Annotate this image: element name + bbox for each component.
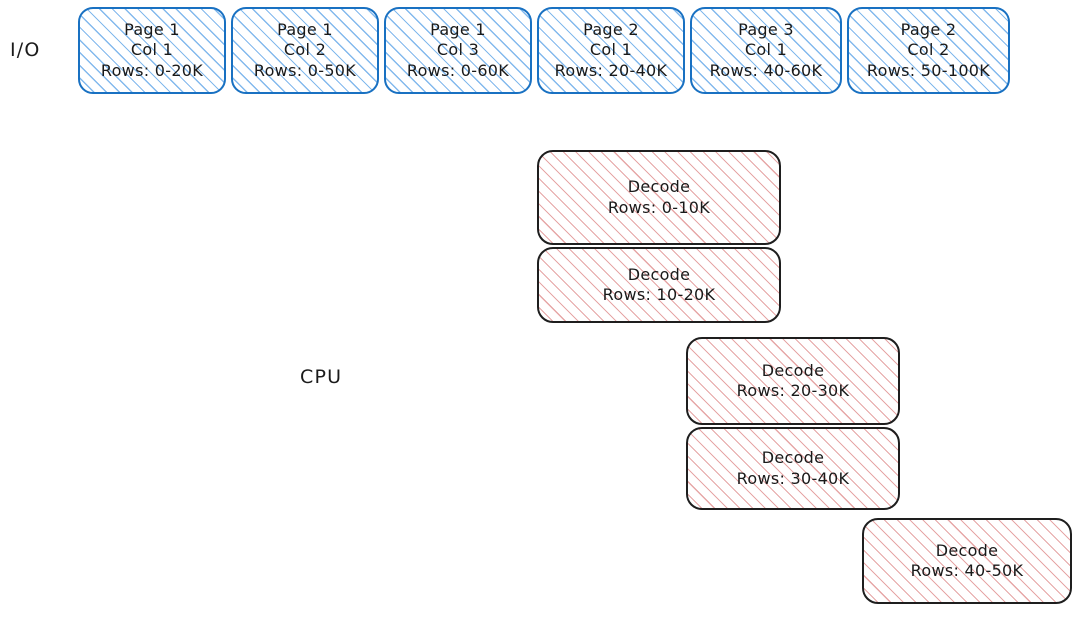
io-block-4-line-2: Col 1 bbox=[589, 40, 633, 60]
decode-block-1-line-2: Rows: 0-10K bbox=[607, 197, 711, 217]
decode-block-5-line-2: Rows: 40-50K bbox=[910, 561, 1024, 580]
io-block-3-line-2: Col 3 bbox=[436, 40, 480, 60]
io-block-4-line-3: Rows: 20-40K bbox=[554, 60, 668, 80]
io-block-1-line-3: Rows: 0-20K bbox=[100, 60, 204, 80]
io-block-2-line-2: Col 2 bbox=[283, 40, 327, 60]
io-block-5-line-3: Rows: 40-60K bbox=[709, 60, 823, 80]
io-block-2-line-3: Rows: 0-50K bbox=[253, 60, 357, 80]
io-block-2-line-1: Page 1 bbox=[277, 19, 333, 39]
io-block-4-line-1: Page 2 bbox=[583, 19, 639, 39]
io-block-5-line-2: Col 1 bbox=[744, 40, 788, 60]
decode-block-1-line-1: Decode bbox=[627, 177, 691, 197]
decode-block-2-line-2: Rows: 10-20K bbox=[602, 285, 716, 304]
decode-block-2-line-1: Decode bbox=[627, 264, 691, 284]
io-block-1-line-1: Page 1 bbox=[124, 19, 180, 39]
io-block-3-line-1: Page 1 bbox=[430, 19, 486, 39]
lane-label-cpu: CPU bbox=[300, 366, 343, 388]
io-block-6-line-2: Col 2 bbox=[907, 40, 950, 60]
decode-block-5-line-1: Decode bbox=[935, 540, 999, 560]
decode-block-4-line-2: Rows: 30-40K bbox=[736, 468, 850, 488]
decode-block-4-line-1: Decode bbox=[761, 448, 825, 468]
io-block-6-line-1: Page 2 bbox=[900, 19, 957, 39]
decode-block-3-line-1: Decode bbox=[761, 360, 825, 380]
io-block-5-line-1: Page 3 bbox=[738, 19, 794, 39]
lane-label-io: I/O bbox=[10, 39, 41, 61]
io-block-1-line-2: Col 1 bbox=[130, 40, 174, 60]
io-block-3-line-3: Rows: 0-60K bbox=[406, 60, 510, 80]
decode-block-3-line-2: Rows: 20-30K bbox=[736, 381, 850, 400]
io-block-6-line-3: Rows: 50-100K bbox=[866, 60, 991, 80]
